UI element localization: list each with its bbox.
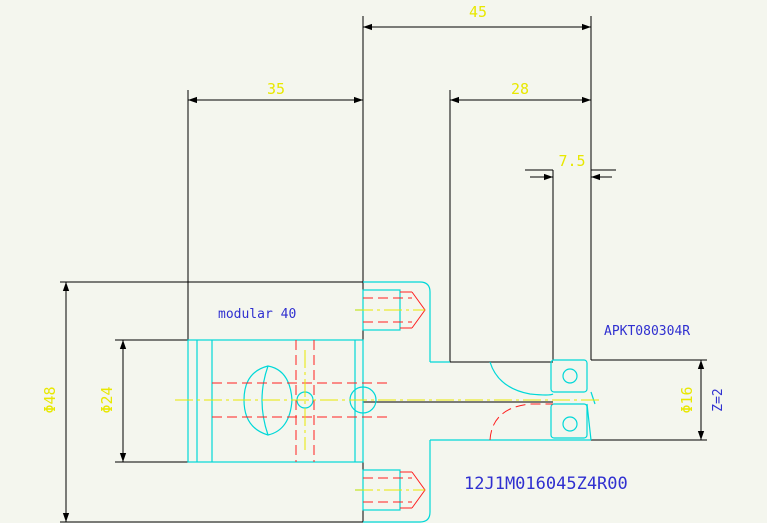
- dimension-lines: [60, 16, 707, 523]
- hidden-lines: [212, 297, 553, 503]
- dim-35-text: 35: [267, 80, 285, 98]
- part-code-label: 12J1M016045Z4R00: [464, 474, 628, 494]
- dim-45-text: 45: [469, 3, 487, 21]
- dim-28-text: 28: [511, 80, 529, 98]
- dim-75-text: 7.5: [558, 152, 585, 170]
- modular-label: modular 40: [218, 307, 296, 322]
- insert-label: APKT080304R: [604, 324, 690, 339]
- dim-48-text: Φ48: [41, 386, 59, 413]
- dim-24-text: Φ24: [98, 386, 116, 413]
- part-outline: [187, 281, 596, 523]
- teeth-label: Z=2: [711, 388, 726, 411]
- dim-16-text: Φ16: [678, 386, 696, 413]
- center-lines: [175, 309, 600, 491]
